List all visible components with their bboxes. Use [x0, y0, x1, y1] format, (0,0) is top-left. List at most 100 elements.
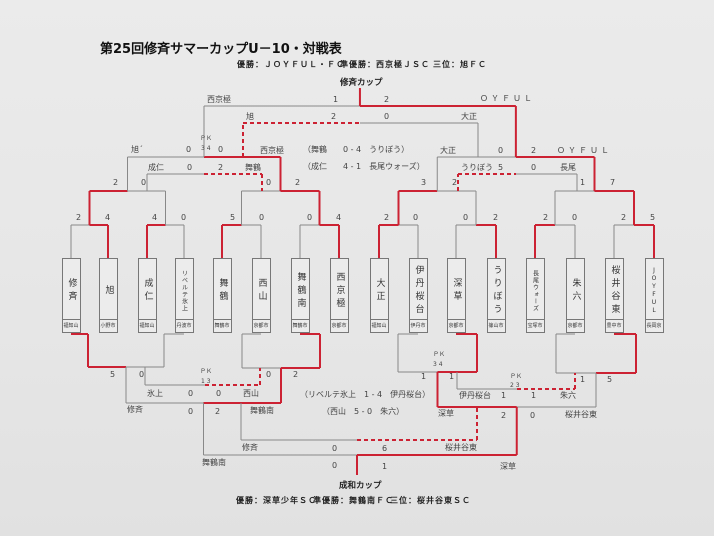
upper-r2-score: 0: [266, 178, 272, 187]
team-name: 修斉: [66, 278, 77, 304]
upper-r1-score: 2: [543, 213, 549, 222]
upper-qf-right-team-a: 大正: [440, 146, 456, 155]
upper-final-score-b: 2: [384, 95, 390, 104]
upper-consol-right-score-a: 5: [498, 163, 504, 172]
team-name: JOYFUL: [650, 267, 658, 315]
lower-r1-3-pk-label: ＰＫ: [433, 351, 446, 358]
upper-r2-score: 1: [580, 178, 586, 187]
lower-consol-left-pk-label: ＰＫ: [200, 368, 213, 375]
upper-r1-score: 0: [572, 213, 578, 222]
upper-cup-title: 修斉カップ: [340, 78, 383, 88]
lower-champion: 優勝：深草少年ＳＣ: [236, 496, 317, 505]
lower-consol-right-team-a: 伊丹桜台: [459, 391, 491, 400]
lower-third-team-a: 修斉: [242, 443, 258, 452]
team-name: 西京極: [334, 271, 345, 311]
lower-r1-4-score-b: 5: [607, 375, 613, 384]
lower-semi-left-score-b: 2: [215, 407, 221, 416]
team-name: 舞鶴南: [295, 271, 306, 311]
lower-r1-3-score-b: 1: [449, 372, 455, 381]
upper-r2-score: 7: [610, 178, 616, 187]
upper-r1-score: 2: [76, 213, 82, 222]
team-city: 伊丹市: [409, 319, 427, 332]
team-name: 成仁: [142, 278, 153, 304]
upper-r1-score: 4: [152, 213, 158, 222]
lower-consol-right-team-b: 朱六: [560, 391, 576, 400]
lower-semi-left-team-a: 修斉: [127, 405, 143, 414]
lower-third-team-b: 桜井谷東: [445, 443, 477, 452]
team-city: 京都市: [447, 319, 465, 332]
team-city: 福知山: [62, 319, 80, 332]
upper-r1-score: 0: [181, 213, 187, 222]
team-name: 長尾ウォーズ: [531, 270, 539, 312]
team-city: 宝塚市: [526, 319, 544, 332]
upper-r1-score: 5: [230, 213, 236, 222]
lower-r1-4-score-a: 1: [580, 375, 586, 384]
team-name: 伊丹桜台: [413, 265, 424, 317]
lower-final-score-a: 0: [332, 461, 338, 470]
upper-final-team-a: 西京極: [207, 95, 231, 104]
team-city: 舞鶴市: [213, 319, 231, 332]
upper-consol-right-team-a: うりぼう: [461, 163, 493, 172]
lower-final-team-b: 深草: [500, 462, 516, 471]
upper-qf-right-score-a: 0: [498, 146, 504, 155]
upper-r2-score: 2: [452, 178, 458, 187]
team-name: 桜井谷東: [609, 265, 620, 317]
team-box: JOYFUL 長岡京: [644, 258, 664, 333]
lower-final-score-b: 1: [382, 462, 388, 471]
upper-r1-score: 0: [307, 213, 313, 222]
upper-qf-right-team-b: ＯＹＦＵＬ: [557, 146, 612, 155]
lower-semi-left-score-a: 0: [188, 407, 194, 416]
lower-consol-left-team-a: 氷上: [147, 389, 163, 398]
lower-consol-left-pk: 1 3: [201, 378, 211, 385]
upper-qf-right-score-b: 2: [531, 146, 537, 155]
team-city: 京都市: [252, 319, 270, 332]
lower-r1-1-score-a: 5: [110, 370, 116, 379]
upper-r1-score: 0: [463, 213, 469, 222]
team-box: 舞鶴南舞鶴市: [290, 258, 310, 333]
team-name: リベルテ氷上: [180, 270, 188, 312]
upper-r1-score: 4: [105, 213, 111, 222]
team-box: 西京極京都市: [329, 258, 349, 333]
team-box: 朱六京都市: [565, 258, 585, 333]
lower-semi-right-score-b: 0: [530, 411, 536, 420]
team-city: 福知山: [138, 319, 156, 332]
upper-r1-score: 5: [650, 213, 656, 222]
team-box: 桜井谷東豊中市: [604, 258, 624, 333]
upper-r1-score: 0: [413, 213, 419, 222]
upper-qf-left-pk: 3 4: [201, 145, 211, 152]
team-box: うりぼう篠山市: [486, 258, 506, 333]
team-city: 丹波市: [175, 319, 193, 332]
lower-consol-left-score-a: 0: [188, 389, 194, 398]
upper-third-team-a: 旭: [246, 112, 254, 121]
upper-r2-score: 3: [421, 178, 427, 187]
team-city: 舞鶴市: [291, 319, 309, 332]
upper-champion: 優勝：ＪＯＹＦＵＬ・ＦＣ: [237, 60, 345, 69]
lower-r1-3-pk: 3 4: [433, 361, 443, 368]
team-box: 大正福知山: [369, 258, 389, 333]
lower-cup-title: 成和カップ: [339, 481, 382, 491]
upper-final-team-b: ＯＹＦＵＬ: [480, 94, 535, 103]
upper-consol-right-team-b: 長尾: [560, 163, 576, 172]
team-box: 伊丹桜台伊丹市: [408, 258, 428, 333]
team-name: 西山: [256, 278, 267, 304]
lower-r1-3-score-a: 1: [421, 372, 427, 381]
lower-consol-left-score-b: 0: [216, 389, 222, 398]
team-name: うりぼう: [491, 265, 502, 317]
team-name: 舞鶴: [217, 278, 228, 304]
upper-consol-left-team-b: 舞鶴: [245, 163, 261, 172]
upper-qf-left-pk-label: ＰＫ: [200, 135, 213, 142]
team-box: 長尾ウォーズ宝塚市: [525, 258, 545, 333]
team-city: 京都市: [566, 319, 584, 332]
lower-consol-right-score-b: 1: [531, 391, 537, 400]
team-box: 深草京都市: [446, 258, 466, 333]
lower-final-team-a: 舞鶴南: [202, 458, 226, 467]
lower-consol-right-pk: 2 3: [510, 382, 520, 389]
lower-third-score-a: 0: [332, 444, 338, 453]
team-box: リベルテ氷上丹波市: [174, 258, 194, 333]
upper-qf-left-score-a: 0: [186, 145, 192, 154]
team-city: 長岡京: [645, 319, 663, 332]
upper-third: 三位：旭ＦＣ: [433, 60, 487, 69]
lower-semi-right-team-a: 深草: [438, 409, 454, 418]
